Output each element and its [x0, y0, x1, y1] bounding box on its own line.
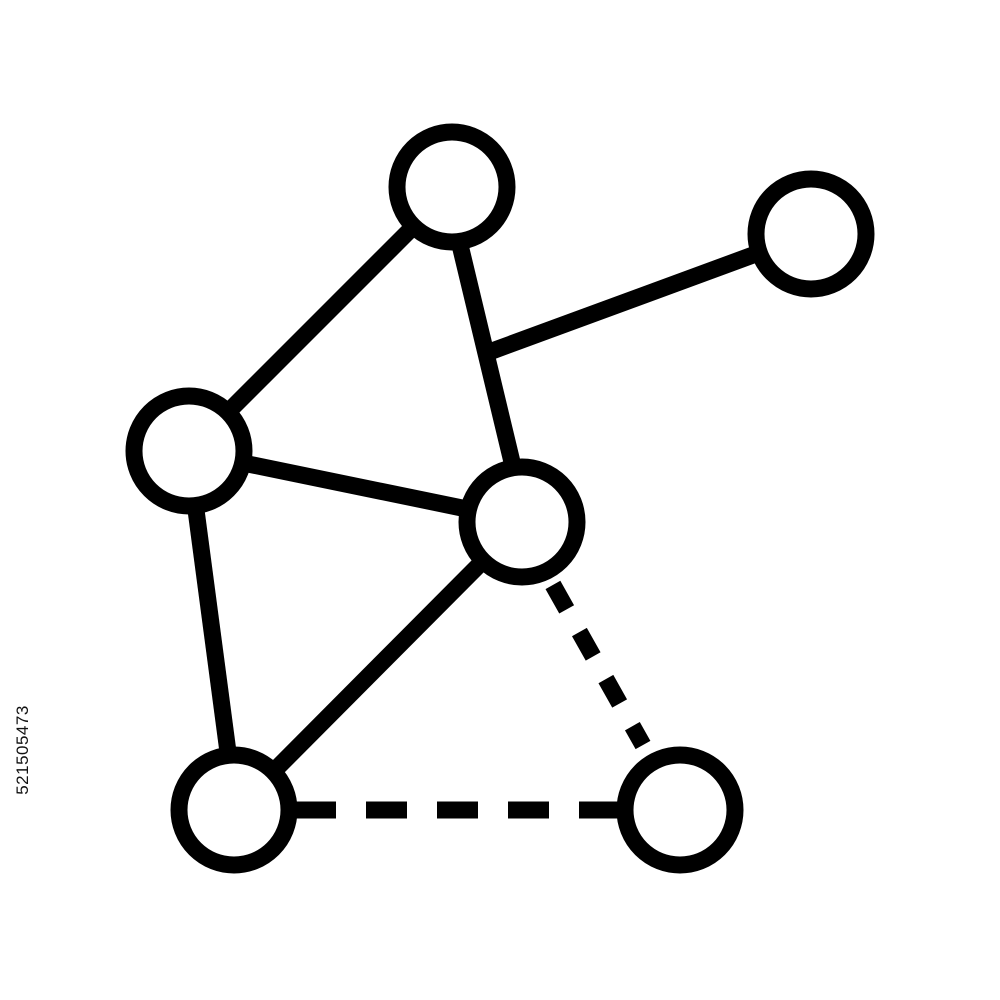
stock-id-watermark: 521505473	[8, 500, 38, 1000]
node-left	[125, 387, 253, 515]
stock-id-text: 521505473	[13, 705, 32, 795]
node-bottom-left	[170, 746, 298, 874]
node-center	[458, 458, 586, 586]
edge-center-bottom-right-dashed	[541, 573, 651, 750]
edge-top-left	[223, 223, 417, 417]
edge-left-bottom-left	[187, 508, 237, 754]
node-bottom-right	[616, 746, 744, 874]
edge-center-bottom-left	[268, 558, 487, 776]
edge-left-center	[246, 455, 464, 517]
edge-top-right-branch	[489, 247, 756, 359]
node-top-right	[747, 170, 875, 298]
edge-top-center	[451, 243, 521, 464]
node-top	[388, 123, 516, 251]
